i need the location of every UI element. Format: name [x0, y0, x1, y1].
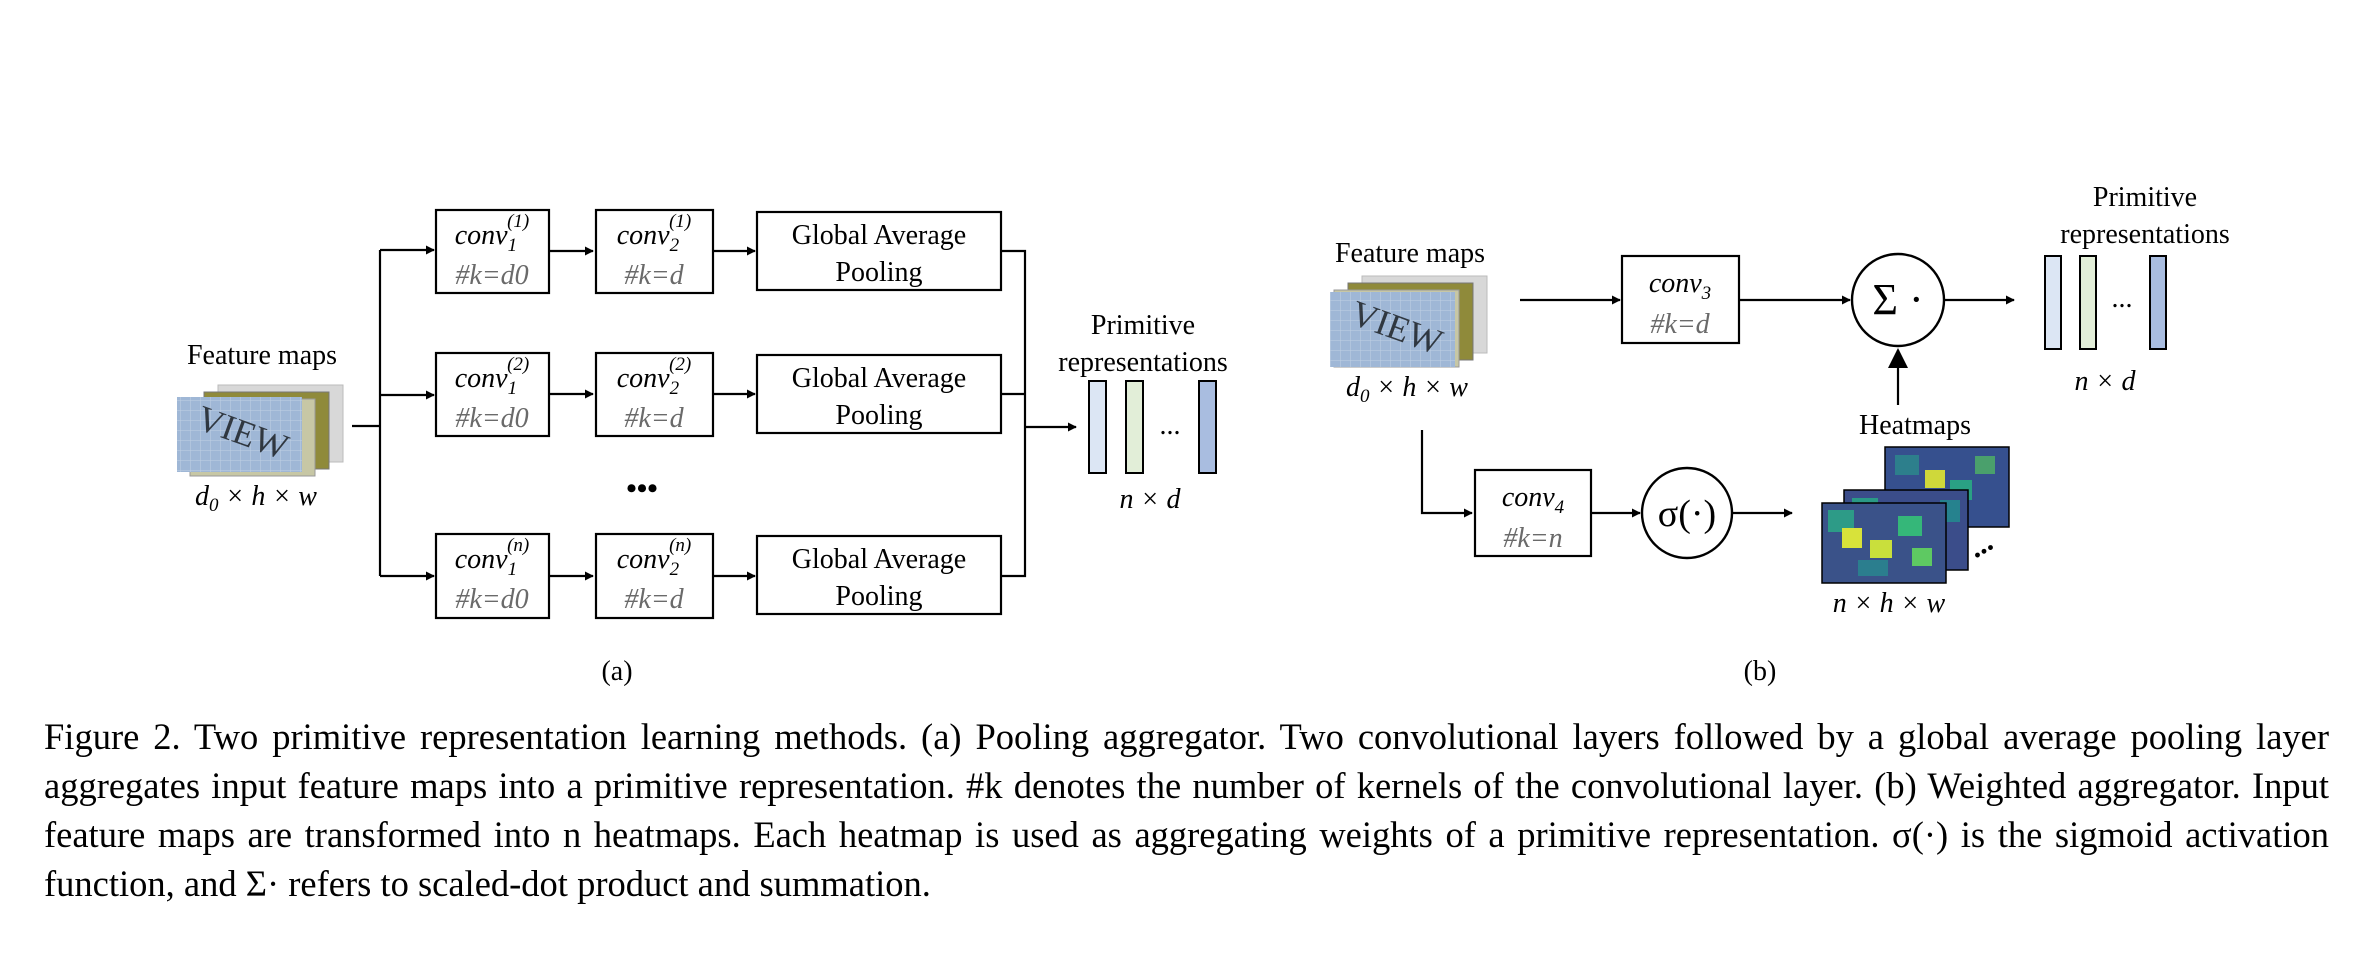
panel-a-input-dims: d0 × h × w: [195, 481, 317, 516]
panel-b-output-dims: n × d: [2075, 366, 2137, 397]
conv1-label-2: conv1(2): [455, 354, 530, 399]
gap-label-line2-2: Pooling: [835, 400, 922, 431]
panel-b: Feature maps VIEW d0 × h × w conv3 #k=d …: [1330, 182, 2230, 687]
sigmoid-symbol: σ(·): [1658, 493, 1716, 535]
conv2-label-2: conv2(2): [617, 354, 692, 399]
conv2-label-n: conv2(n): [617, 535, 692, 580]
conv2-box-n: [594, 532, 715, 620]
conv1-kernels-n: #k=d0: [455, 584, 528, 615]
branch-ellipsis: •••: [626, 472, 658, 505]
branch-n: conv1(n) #k=d0 conv2(n) #k=d Global Aver…: [434, 532, 1003, 620]
branch-2: conv1(2) #k=d0 conv2(2) #k=d Global Aver…: [434, 351, 1003, 438]
gap-label-line2-n: Pooling: [835, 581, 922, 612]
heatmaps-label: Heatmaps: [1859, 410, 1971, 441]
conv4-kernels: #k=n: [1503, 523, 1562, 554]
primitive-bar-1: [1088, 380, 1107, 474]
branch-1: conv1(1) #k=d0 conv2(1) #k=d Global Aver…: [434, 208, 1003, 295]
panel-b-label: (b): [1744, 656, 1777, 687]
conv2-box-2: [594, 351, 715, 438]
conv4-label: conv4: [1502, 482, 1565, 518]
conv2-kernels-n: #k=d: [624, 584, 684, 615]
panel-b-output-label-line1: Primitive: [2093, 182, 2197, 213]
panel-b-output-label-line2: representations: [2060, 219, 2230, 250]
feature-maps-stack-icon: VIEW: [177, 384, 344, 477]
conv1-box-n: [434, 532, 551, 620]
gap-label-line1-1: Global Average: [792, 220, 966, 251]
gap-label-line2-1: Pooling: [835, 257, 922, 288]
primitive-bar-ellipsis-a: ...: [1160, 410, 1181, 441]
heatmaps-stack: ...: [1821, 446, 2010, 584]
figure-caption: Figure 2. Two primitive representation l…: [44, 712, 2329, 908]
gap-label-line1-n: Global Average: [792, 544, 966, 575]
conv1-label-n: conv1(n): [455, 535, 530, 580]
panel-a: Feature maps VIEW d0 × h × w conv1(1) #k…: [177, 208, 1228, 687]
conv3-label: conv3: [1649, 268, 1711, 304]
panel-a-input-label: Feature maps: [187, 340, 337, 371]
conv2-label-1: conv2(1): [617, 211, 692, 256]
conv2-kernels-1: #k=d: [624, 260, 684, 291]
gap-box-2: [755, 353, 1003, 435]
panel-b-input-dims: d0 × h × w: [1346, 372, 1468, 407]
primitive-bar-1: [2044, 255, 2062, 350]
conv1-box-2: [434, 351, 551, 438]
gap-box-1: [755, 210, 1003, 292]
sum-dot-symbol: Σ ·: [1872, 275, 1923, 324]
heatmap-front: [1821, 502, 1947, 584]
conv1-kernels-1: #k=d0: [455, 260, 528, 291]
conv3-box: [1620, 254, 1741, 345]
figure-diagram: Feature maps VIEW d0 × h × w conv1(1) #k…: [177, 182, 2230, 687]
conv1-label-1: conv1(1): [455, 211, 530, 256]
conv1-kernels-2: #k=d0: [455, 403, 528, 434]
panel-a-output-label-line1: Primitive: [1091, 310, 1195, 341]
primitive-bar-2: [2079, 255, 2097, 350]
panel-a-output-label-line2: representations: [1058, 347, 1228, 378]
primitive-bar-n: [1198, 380, 1217, 474]
gap-label-line1-2: Global Average: [792, 363, 966, 394]
conv4-box: [1473, 468, 1593, 558]
panel-b-input-label: Feature maps: [1335, 238, 1485, 269]
feature-maps-stack-icon: VIEW: [1330, 275, 1488, 368]
primitive-bar-ellipsis-b: ...: [2112, 283, 2133, 314]
conv2-kernels-2: #k=d: [624, 403, 684, 434]
heatmaps-dims: n × h × w: [1833, 588, 1946, 619]
primitive-bar-n: [2149, 255, 2167, 350]
gap-box-n: [755, 534, 1003, 616]
panel-a-output-dims: n × d: [1120, 484, 1182, 515]
caption-text: Figure 2. Two primitive representation l…: [44, 716, 2329, 904]
conv1-box-1: [434, 208, 551, 295]
panel-a-label: (a): [601, 656, 632, 687]
conv3-kernels: #k=d: [1650, 309, 1710, 340]
primitive-bar-2: [1125, 380, 1144, 474]
